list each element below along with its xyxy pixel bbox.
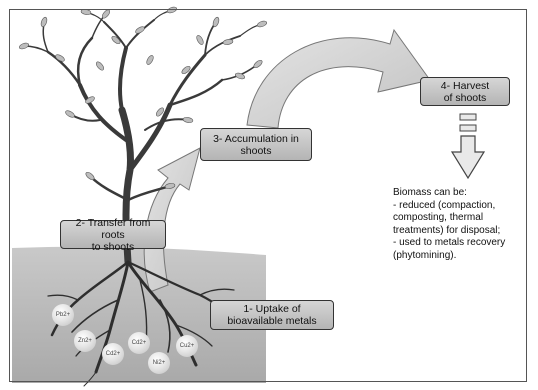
metal-ion-zn: Zn2+ [74,330,96,352]
step-4-harvest-label: 4- Harvest of shoots [440,79,490,104]
curved-arrow-harvest [246,28,431,129]
step-4-harvest-box: 4- Harvest of shoots [420,77,510,106]
soil-layer [12,246,266,383]
down-arrow [450,135,486,180]
metal-ion-ni: Ni2+ [148,352,170,374]
step-2-transfer-box: 2- Transfer from roots to shoots [60,217,166,253]
tree-leaves [18,6,268,189]
step-1-uptake-label: 1- Uptake of bioavailable metals [227,303,317,327]
metal-ion-cd-1: Cd2+ [102,343,124,365]
outer-frame [9,9,527,382]
step-3-accumulation-label: 3- Accumulation in shoots [213,132,299,157]
metal-ion-cu: Cu2+ [176,335,198,357]
metal-ion-pb: Pb2+ [52,304,74,326]
harvest-bar-1 [459,113,477,121]
step-3-accumulation-box: 3- Accumulation in shoots [200,128,312,161]
biomass-description: Biomass can be: - reduced (compaction, c… [393,187,506,261]
step-1-uptake-box: 1- Uptake of bioavailable metals [210,300,334,330]
step-2-transfer-label: 2- Transfer from roots to shoots [75,216,151,253]
metal-ion-cd-2: Cd2+ [128,332,150,354]
harvest-bar-2 [459,124,477,132]
